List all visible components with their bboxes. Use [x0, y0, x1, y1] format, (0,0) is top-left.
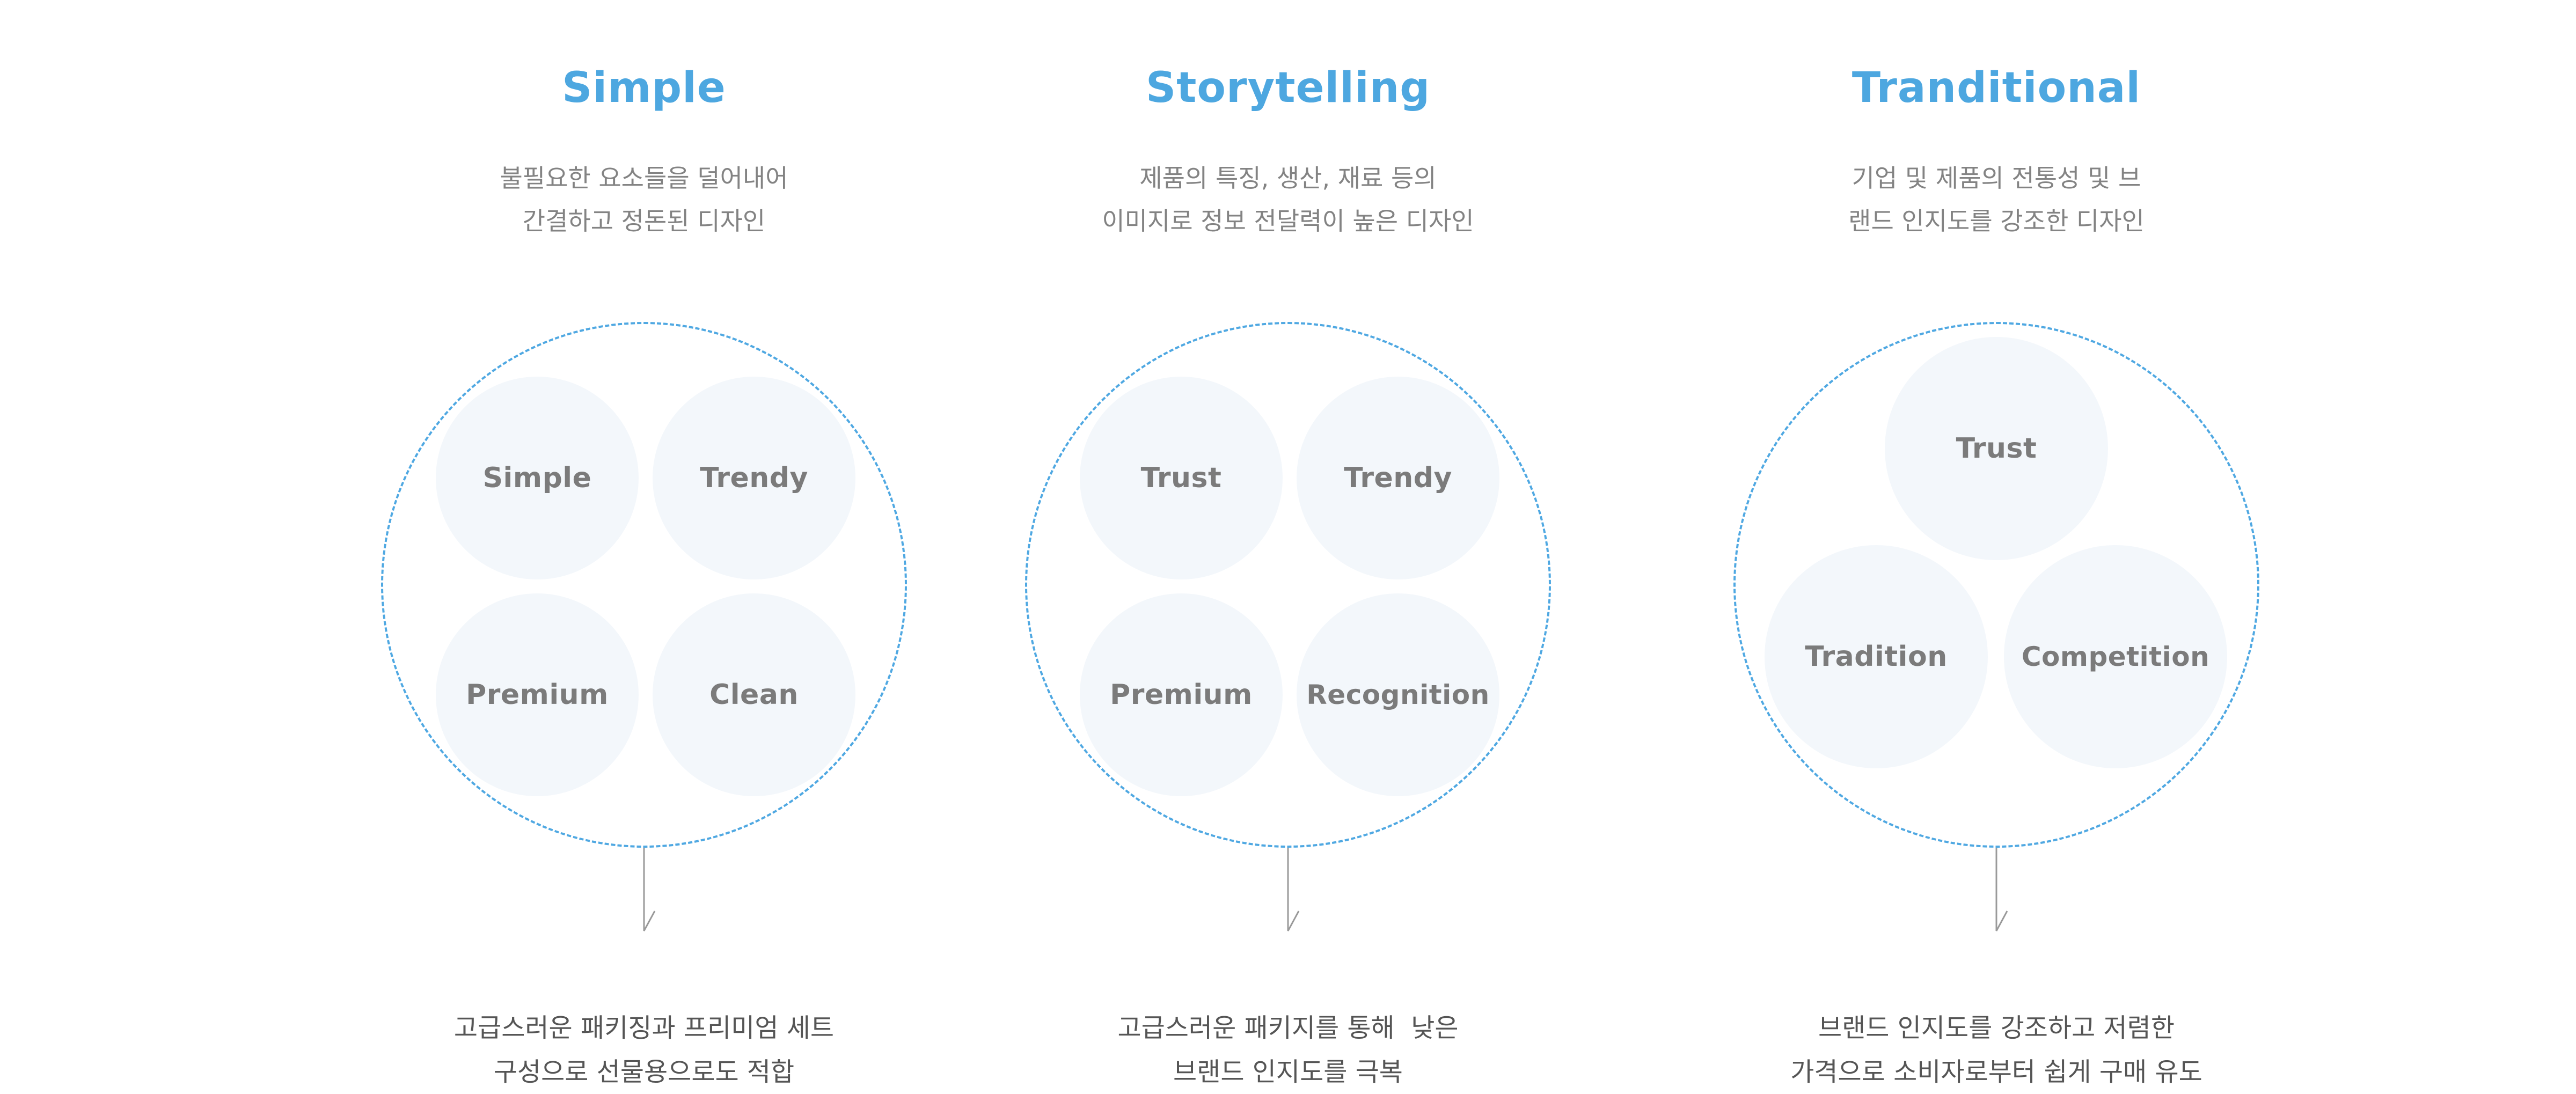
description-line: 간결하고 정돈된 디자인 — [522, 207, 766, 236]
summary-line: 고급스러운 패키지를 통해 낮은 — [1117, 1013, 1459, 1043]
description-line: 랜드 인지도를 강조한 디자인 — [1848, 207, 2145, 236]
keyword-bubble: Premium — [1080, 593, 1283, 796]
keyword-bubble: Trendy — [653, 377, 855, 579]
column-description: 기업 및 제품의 전통성 및 브 랜드 인지도를 강조한 디자인 — [1674, 157, 2318, 243]
keyword-label: Competition — [2021, 641, 2210, 672]
summary-line: 구성으로 선물용으로도 적합 — [493, 1057, 795, 1087]
column-description: 불필요한 요소들을 덜어내어 간결하고 정돈된 디자인 — [322, 157, 966, 243]
description-line: 불필요한 요소들을 덜어내어 — [500, 164, 788, 193]
keyword-label: Recognition — [1306, 679, 1490, 710]
column-title: Simple — [562, 64, 726, 112]
description-line: 기업 및 제품의 전통성 및 브 — [1851, 164, 2141, 193]
column-description: 제품의 특징, 생산, 재료 등의 이미지로 정보 전달력이 높은 디자인 — [966, 157, 1610, 243]
keyword-group-circle: Simple Trendy Premium Clean — [381, 322, 907, 848]
summary-line: 브랜드 인지도를 극복 — [1173, 1057, 1403, 1087]
pointer-connector — [1287, 848, 1300, 931]
keyword-label: Trendy — [700, 462, 808, 494]
concept-column-storytelling: Storytelling 제품의 특징, 생산, 재료 등의 이미지로 정보 전… — [966, 0, 1610, 1093]
keyword-label: Trendy — [1344, 462, 1452, 494]
keyword-label: Premium — [466, 679, 609, 711]
column-summary: 브랜드 인지도를 강조하고 저렴한 가격으로 소비자로부터 쉽게 구매 유도 — [1674, 1006, 2318, 1094]
summary-line: 브랜드 인지도를 강조하고 저렴한 — [1818, 1013, 2175, 1043]
keyword-bubble: Premium — [436, 593, 639, 796]
description-line: 이미지로 정보 전달력이 높은 디자인 — [1102, 207, 1474, 236]
keyword-bubble: Recognition — [1297, 593, 1499, 796]
summary-line: 고급스러운 패키징과 프리미엄 세트 — [453, 1013, 835, 1043]
description-line: 제품의 특징, 생산, 재료 등의 — [1139, 164, 1437, 193]
column-title: Storytelling — [1145, 64, 1431, 112]
keyword-label: Simple — [482, 462, 592, 494]
column-summary: 고급스러운 패키지를 통해 낮은 브랜드 인지도를 극복 — [966, 1006, 1610, 1094]
keyword-label: Clean — [709, 679, 799, 711]
pointer-connector — [643, 848, 656, 931]
keyword-bubble: Trust — [1885, 337, 2108, 560]
keyword-group-circle: Trust Tradition Competition — [1733, 322, 2259, 848]
keyword-group-circle: Trust Trendy Premium Recognition — [1025, 322, 1551, 848]
column-title: Tranditional — [1851, 64, 2141, 112]
keyword-bubble: Trendy — [1297, 377, 1499, 579]
keyword-label: Trust — [1956, 432, 2037, 465]
keyword-bubble: Competition — [2004, 545, 2227, 768]
keyword-label: Trust — [1140, 462, 1222, 494]
keyword-label: Tradition — [1805, 641, 1948, 673]
keyword-bubble: Simple — [436, 377, 639, 579]
column-summary: 고급스러운 패키징과 프리미엄 세트 구성으로 선물용으로도 적합 — [322, 1006, 966, 1094]
concept-column-traditional: Tranditional 기업 및 제품의 전통성 및 브 랜드 인지도를 강조… — [1674, 0, 2318, 1093]
keyword-label: Premium — [1110, 679, 1253, 711]
keyword-bubble: Trust — [1080, 377, 1283, 579]
pointer-connector — [1995, 848, 2008, 931]
concept-column-simple: Simple 불필요한 요소들을 덜어내어 간결하고 정돈된 디자인 Simpl… — [322, 0, 966, 1093]
keyword-bubble: Clean — [653, 593, 855, 796]
keyword-bubble: Tradition — [1765, 545, 1988, 768]
summary-line: 가격으로 소비자로부터 쉽게 구매 유도 — [1790, 1057, 2202, 1087]
